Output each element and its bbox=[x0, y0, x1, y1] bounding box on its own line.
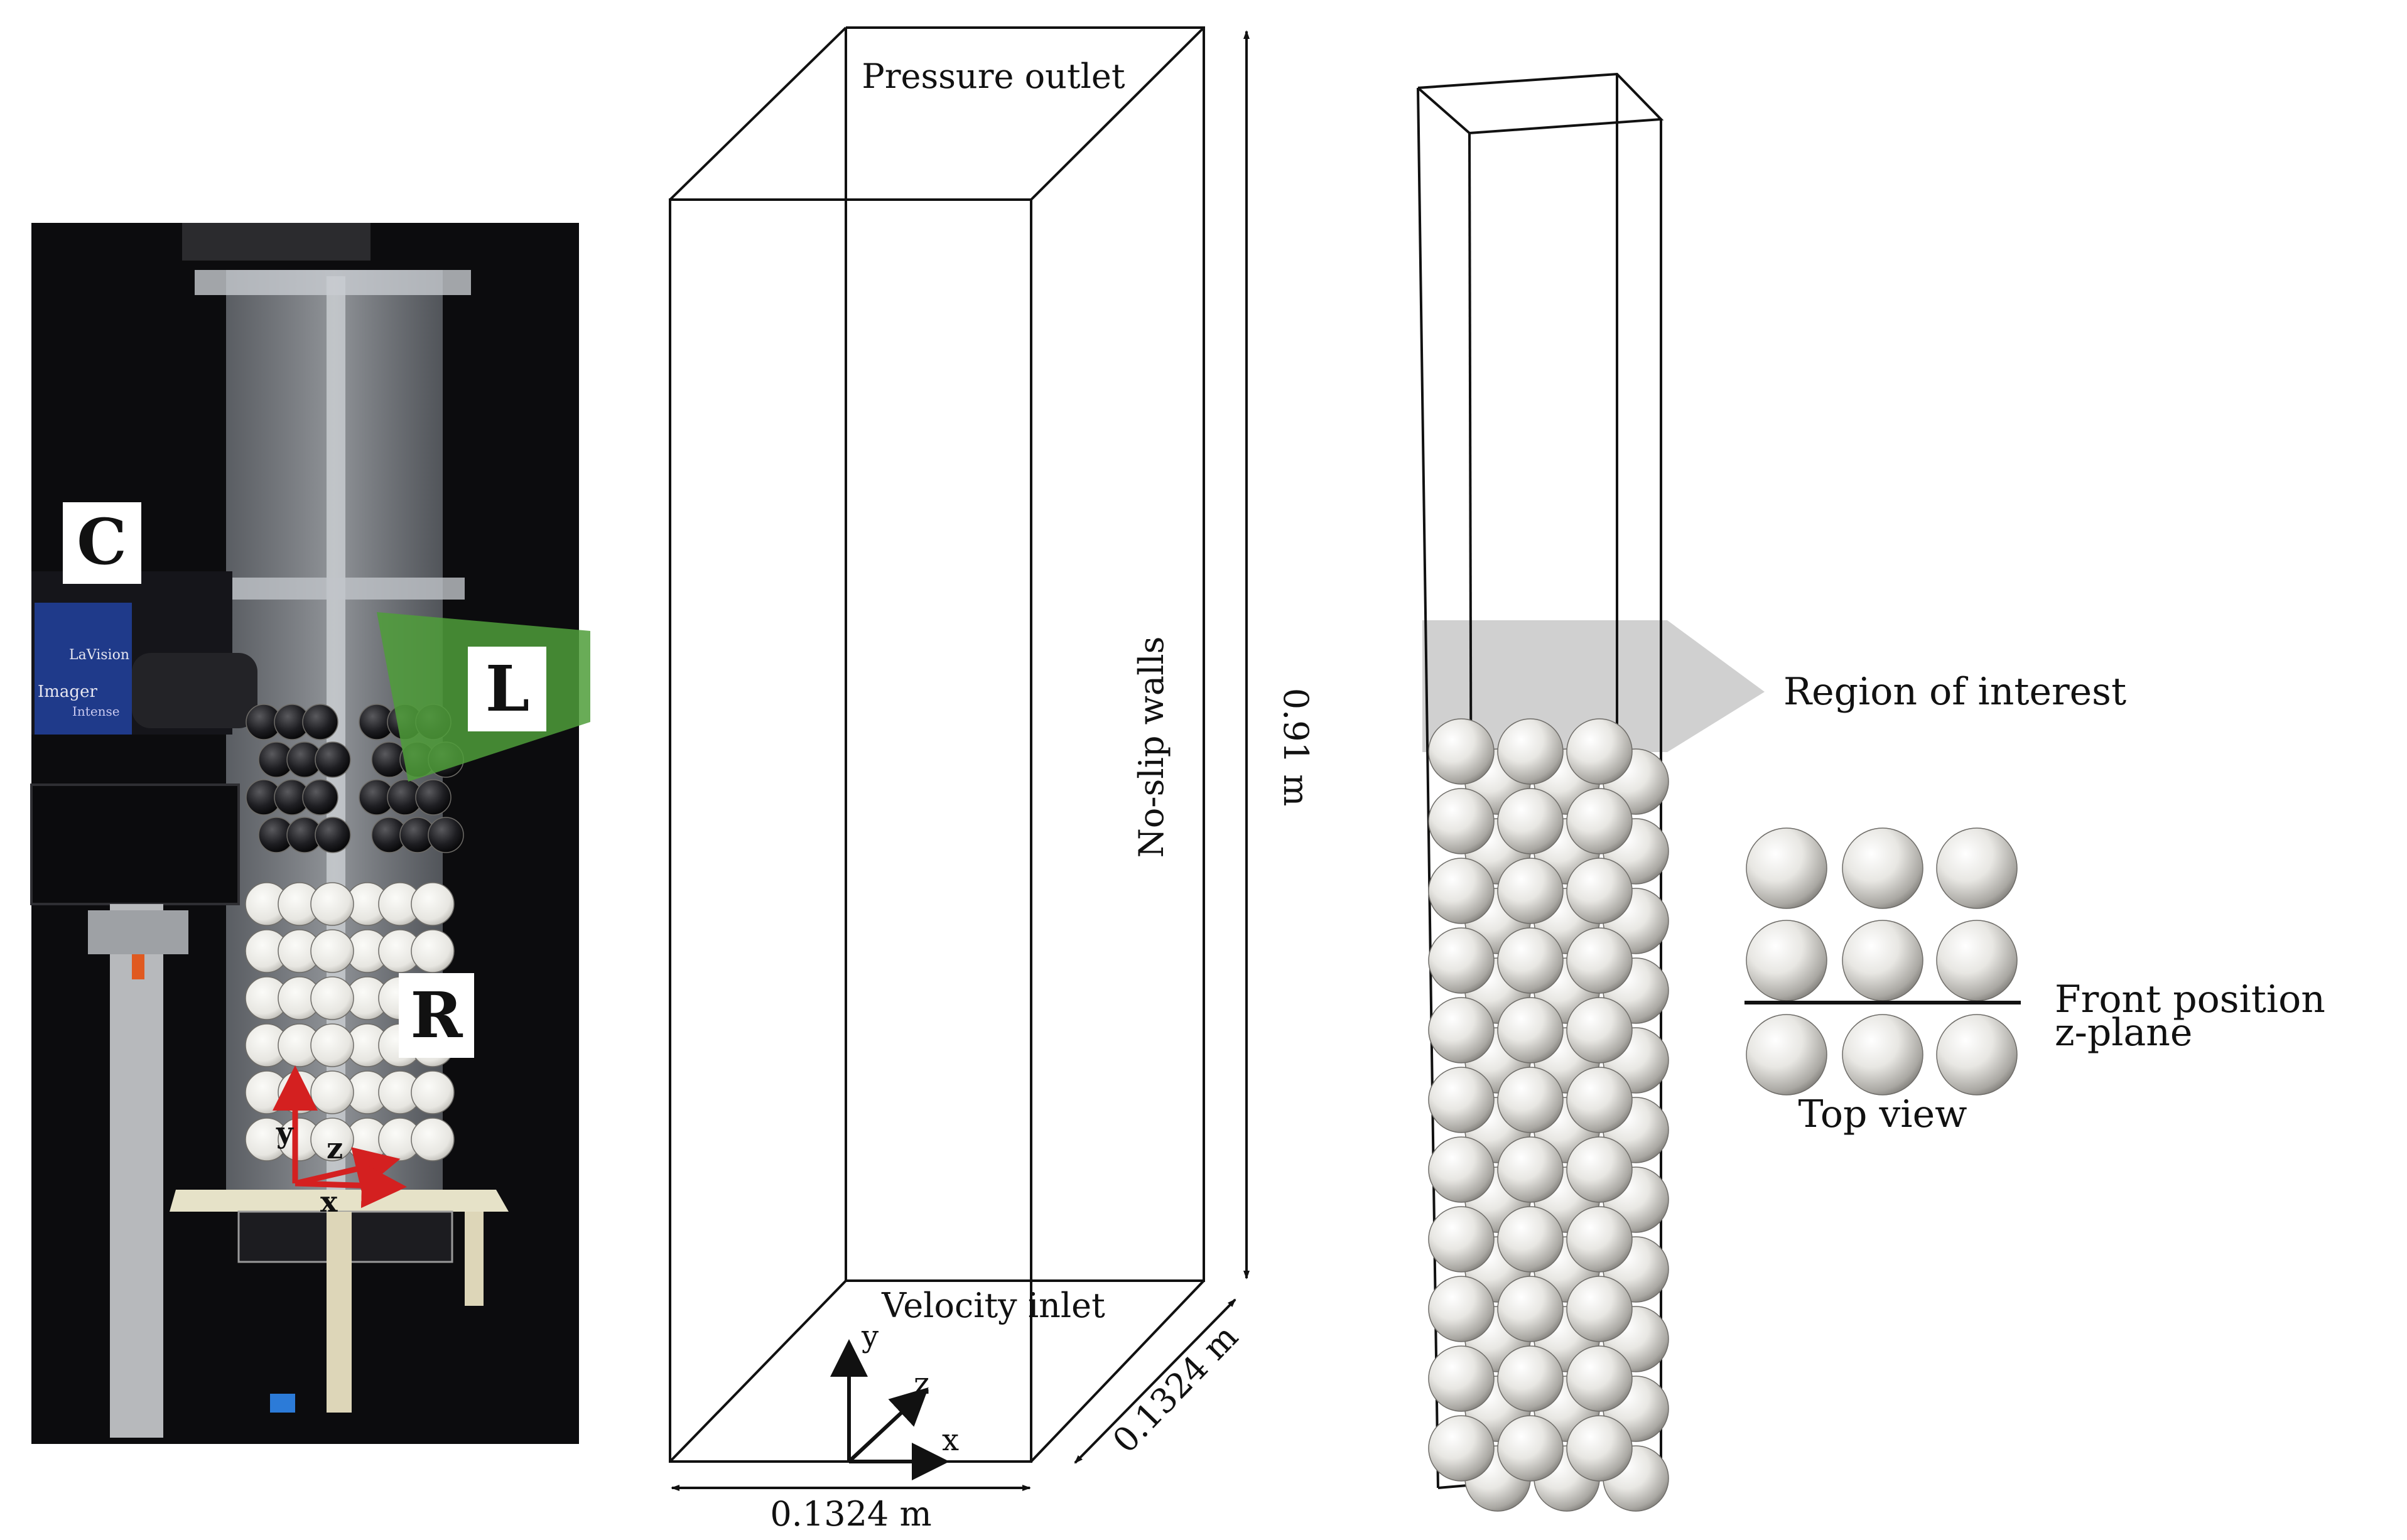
domain-axis-z: z bbox=[914, 1366, 929, 1401]
top-view-sphere bbox=[1746, 920, 1827, 1001]
domain-axis-z-line bbox=[847, 1387, 929, 1463]
bed-sphere bbox=[1428, 1067, 1495, 1133]
bed-sphere bbox=[1428, 1206, 1495, 1273]
laser-letter: L bbox=[485, 652, 529, 726]
bed-sphere bbox=[1428, 718, 1495, 785]
bed-sphere bbox=[1497, 927, 1564, 994]
bed-sphere bbox=[1497, 1206, 1564, 1273]
region-of-interest-label: Region of interest bbox=[1783, 670, 2126, 714]
bed-sphere bbox=[1566, 858, 1633, 924]
computational-domain bbox=[669, 26, 1205, 1463]
white-sphere bbox=[310, 976, 354, 1020]
white-sphere bbox=[310, 1117, 354, 1161]
bed-sphere bbox=[1497, 788, 1564, 854]
bed-sphere bbox=[1566, 718, 1633, 785]
camera-letter-box: C bbox=[63, 502, 141, 584]
region-of-interest-highlight bbox=[1422, 620, 1765, 752]
bed-sphere bbox=[1497, 858, 1564, 924]
bed-sphere bbox=[1566, 1136, 1633, 1203]
white-sphere bbox=[310, 929, 354, 973]
white-sphere bbox=[310, 1070, 354, 1114]
white-sphere bbox=[411, 882, 455, 926]
depth-dimension-label: 0.1324 m bbox=[1105, 1317, 1246, 1461]
bed-sphere bbox=[1566, 1206, 1633, 1273]
bed-sphere bbox=[1428, 927, 1495, 994]
top-view-sphere bbox=[1936, 827, 2018, 909]
bed-sphere bbox=[1497, 1415, 1564, 1482]
z-plane-label: z-plane bbox=[2055, 1011, 2192, 1055]
camera-model-text: Imager bbox=[38, 682, 97, 701]
white-sphere bbox=[411, 929, 455, 973]
bed-sphere bbox=[1428, 1345, 1495, 1412]
top-view-sphere bbox=[1842, 827, 1923, 909]
black-sphere bbox=[428, 817, 464, 853]
domain-axis-x: x bbox=[942, 1423, 959, 1458]
width-dimension-label: 0.1324 m bbox=[770, 1494, 931, 1534]
top-view-sphere bbox=[1936, 1014, 2018, 1096]
bed-sphere bbox=[1497, 1345, 1564, 1412]
top-view-sphere bbox=[1746, 1014, 1827, 1096]
bed-sphere bbox=[1428, 788, 1495, 854]
photo-axis-x: x bbox=[320, 1185, 338, 1219]
domain-labels: Pressure outlet Velocity inlet No-slip w… bbox=[671, 30, 1316, 1534]
photo-axis-y: y bbox=[276, 1116, 294, 1150]
experimental-photo: LaVision Imager Intense C L bbox=[30, 223, 590, 1444]
top-view-sphere bbox=[1936, 920, 2018, 1001]
bed-sphere bbox=[1566, 1415, 1633, 1482]
top-view-sphere bbox=[1746, 827, 1827, 909]
rig-letter-box: R bbox=[399, 973, 474, 1058]
bed-sphere bbox=[1428, 858, 1495, 924]
white-sphere bbox=[411, 1117, 455, 1161]
rig-letter: R bbox=[410, 978, 463, 1052]
front-position-label: Front position bbox=[2055, 977, 2325, 1021]
black-sphere bbox=[302, 704, 338, 740]
depth-dimension-line bbox=[1074, 1298, 1236, 1464]
bed-sphere bbox=[1428, 997, 1495, 1063]
top-view-label: Top view bbox=[1798, 1092, 1967, 1136]
height-dimension-label: 0.91 m bbox=[1276, 688, 1316, 807]
top-view-sphere bbox=[1842, 1014, 1923, 1096]
bed-sphere bbox=[1428, 1415, 1495, 1482]
pressure-outlet-label: Pressure outlet bbox=[862, 57, 1125, 96]
black-sphere bbox=[302, 779, 338, 816]
no-slip-walls-label: No-slip walls bbox=[1132, 637, 1171, 858]
top-view-sphere bbox=[1842, 920, 1923, 1001]
bed-sphere bbox=[1566, 1345, 1633, 1412]
photo-axes: y z x bbox=[273, 1065, 407, 1219]
bed-sphere bbox=[1428, 1276, 1495, 1342]
domain-axis-y: y bbox=[861, 1319, 879, 1354]
laser-letter-box: L bbox=[468, 647, 546, 731]
camera-submodel-text: Intense bbox=[72, 704, 120, 719]
bed-sphere bbox=[1566, 1067, 1633, 1133]
velocity-inlet-label: Velocity inlet bbox=[881, 1286, 1105, 1325]
camera-letter: C bbox=[77, 505, 127, 579]
black-sphere bbox=[315, 817, 351, 853]
black-sphere bbox=[415, 779, 452, 816]
bed-sphere bbox=[1497, 997, 1564, 1063]
bed-sphere bbox=[1497, 1067, 1564, 1133]
bed-sphere bbox=[1497, 718, 1564, 785]
black-sphere bbox=[315, 741, 351, 778]
bed-sphere bbox=[1566, 927, 1633, 994]
photo-axis-z: z bbox=[327, 1131, 343, 1165]
bed-sphere bbox=[1497, 1136, 1564, 1203]
white-sphere bbox=[310, 1023, 354, 1067]
bed-sphere bbox=[1566, 1276, 1633, 1342]
white-sphere bbox=[411, 1070, 455, 1114]
bed-sphere bbox=[1566, 997, 1633, 1063]
white-sphere bbox=[310, 882, 354, 926]
packed-bed-view: Region of interest Front position z-plan… bbox=[1417, 72, 2325, 1512]
bed-sphere bbox=[1497, 1276, 1564, 1342]
brand-text: LaVision bbox=[69, 647, 129, 663]
top-view-diagram bbox=[1746, 827, 2018, 1096]
bed-sphere bbox=[1566, 788, 1633, 854]
bed-sphere bbox=[1428, 1136, 1495, 1203]
packed-spheres bbox=[1428, 718, 1669, 1512]
